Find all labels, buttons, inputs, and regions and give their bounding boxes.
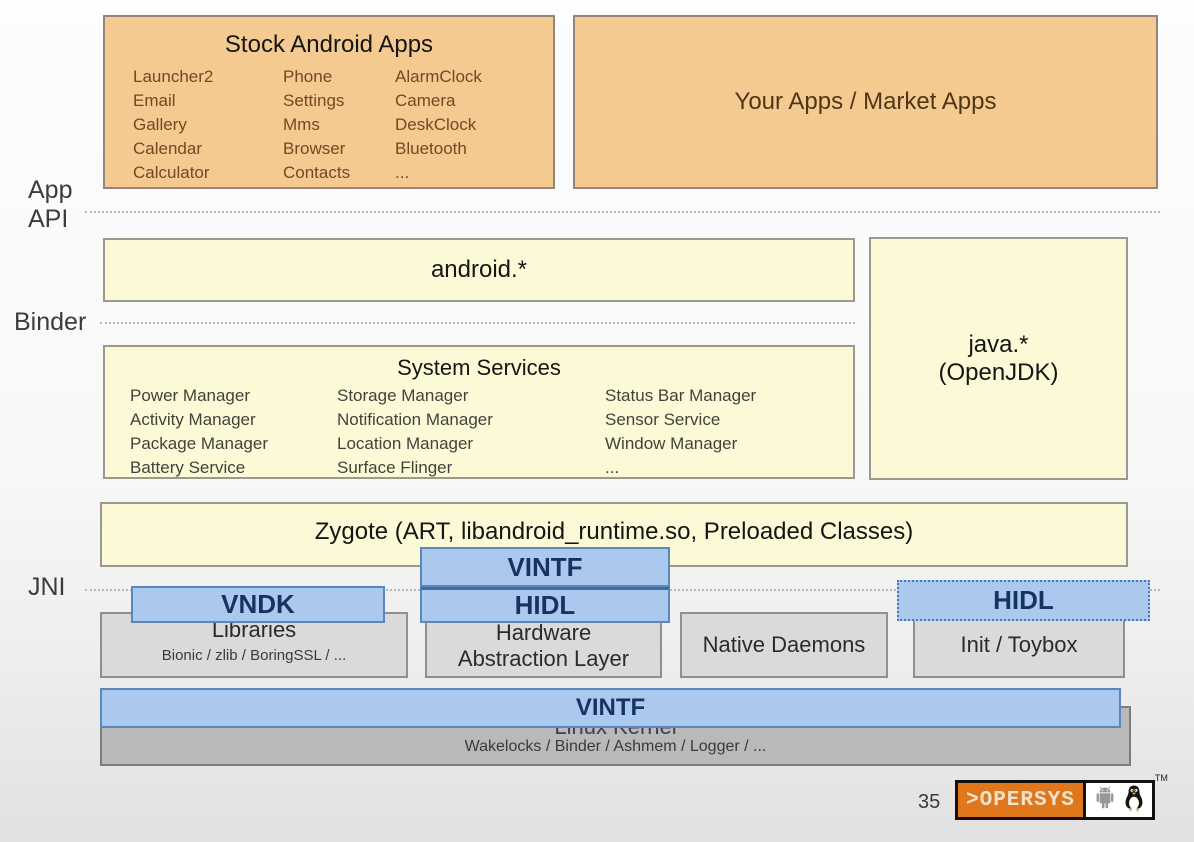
trademark-label: TM <box>1154 773 1168 783</box>
hidl-center-label: HIDL <box>514 590 576 620</box>
hidl-right-box: HIDL <box>897 580 1150 621</box>
page-number: 35 <box>918 791 941 813</box>
system-services-grid: Power Manager Storage Manager Status Bar… <box>105 381 853 480</box>
app-item: Camera <box>395 91 456 110</box>
app-item: Phone <box>283 67 333 86</box>
system-services-title: System Services <box>397 355 561 380</box>
app-item: ... <box>395 163 410 182</box>
layer-label-binder: Binder <box>14 308 87 336</box>
vndk-box: VNDK <box>131 586 385 623</box>
app-item: Calculator <box>133 163 210 182</box>
your-apps-title: Your Apps / Market Apps <box>734 88 997 115</box>
app-item: Launcher2 <box>133 67 214 86</box>
service-item: Sensor Service <box>605 410 721 429</box>
zygote-title: Zygote (ART, libandroid_runtime.so, Prel… <box>314 518 914 545</box>
hal-title: Hardware Abstraction Layer <box>457 620 630 671</box>
tux-penguin-icon <box>1122 784 1146 817</box>
your-apps-box: Your Apps / Market Apps <box>573 15 1158 189</box>
service-item: Window Manager <box>605 434 738 453</box>
service-item: Location Manager <box>337 434 474 453</box>
app-item: Email <box>133 91 176 110</box>
libraries-box: Libraries Bionic / zlib / BoringSSL / ..… <box>100 612 408 678</box>
opersys-logo: >OPERSYS <box>955 773 1168 820</box>
vintf-bar-label: VINTF <box>575 694 646 721</box>
layer-label-jni: JNI <box>28 573 66 601</box>
app-item: Browser <box>283 139 346 158</box>
separator-app-api <box>85 211 1160 213</box>
stock-android-apps-grid: Launcher2 Phone AlarmClock Email Setting… <box>105 59 553 185</box>
app-item: AlarmClock <box>395 67 482 86</box>
app-item: Calendar <box>133 139 202 158</box>
opersys-logo-icons <box>1082 783 1152 817</box>
linux-kernel-subtitle: Wakelocks / Binder / Ashmem / Logger / .… <box>464 738 767 755</box>
service-item: Surface Flinger <box>337 458 453 477</box>
vndk-label: VNDK <box>221 589 295 619</box>
opersys-logo-text: >OPERSYS <box>958 783 1083 817</box>
app-item: Bluetooth <box>395 139 467 158</box>
service-item: ... <box>605 458 620 477</box>
java-api-box: java.* (OpenJDK) <box>869 237 1128 480</box>
hidl-right-label: HIDL <box>993 585 1054 615</box>
java-api-title: java.* (OpenJDK) <box>938 330 1059 386</box>
android-api-title: android.* <box>430 256 528 283</box>
service-item: Package Manager <box>130 434 268 453</box>
init-toybox-box: Init / Toybox <box>913 612 1125 678</box>
service-item: Activity Manager <box>130 410 256 429</box>
stock-android-apps-box: Stock Android Apps Launcher2 Phone Alarm… <box>103 15 555 189</box>
service-item: Notification Manager <box>337 410 493 429</box>
app-item: Contacts <box>283 163 351 182</box>
init-toybox-title: Init / Toybox <box>960 632 1078 657</box>
vintf-center-label: VINTF <box>507 551 583 582</box>
stock-android-apps-title: Stock Android Apps <box>224 31 434 58</box>
service-item: Power Manager <box>130 386 251 405</box>
app-item: Gallery <box>133 115 187 134</box>
android-api-box: android.* <box>103 238 855 302</box>
app-item: DeskClock <box>395 115 477 134</box>
layer-label-app-api: App API <box>28 176 73 233</box>
vintf-bar-box: VINTF <box>100 688 1121 728</box>
app-item: Settings <box>283 91 345 110</box>
native-daemons-box: Native Daemons <box>680 612 888 678</box>
android-robot-icon <box>1092 784 1118 817</box>
hal-box: Hardware Abstraction Layer <box>425 612 662 678</box>
service-item: Status Bar Manager <box>605 386 757 405</box>
service-item: Storage Manager <box>337 386 469 405</box>
service-item: Battery Service <box>130 458 246 477</box>
libraries-subtitle: Bionic / zlib / BoringSSL / ... <box>161 647 347 664</box>
vintf-center-box: VINTF <box>420 547 670 587</box>
native-daemons-title: Native Daemons <box>702 632 866 657</box>
hidl-center-box: HIDL <box>420 587 670 623</box>
system-services-box: System Services Power Manager Storage Ma… <box>103 345 855 479</box>
separator-binder <box>100 322 855 324</box>
app-item: Mms <box>283 115 320 134</box>
